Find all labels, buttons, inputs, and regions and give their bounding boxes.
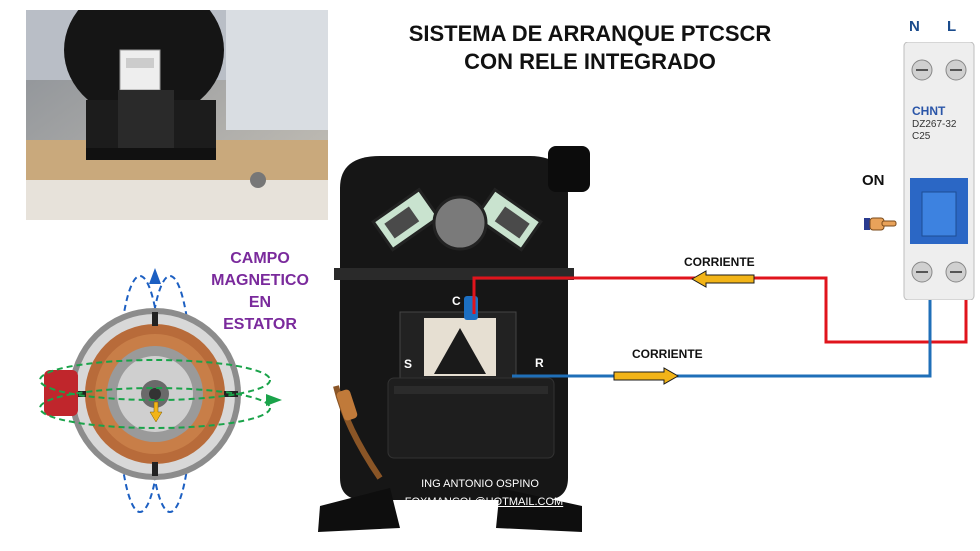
terminal-s-label: S <box>404 357 413 371</box>
breaker-model: DZ267-32 <box>912 119 957 130</box>
neutral-wire <box>512 280 932 378</box>
compressor <box>300 128 600 538</box>
title-line-2: CON RELE INTEGRADO <box>464 49 716 74</box>
line-label: L <box>947 18 957 35</box>
live-wire <box>472 274 968 344</box>
terminal-c-label: C <box>452 294 461 308</box>
relay-photo <box>26 0 328 220</box>
wiring <box>460 240 980 390</box>
arrow-left-icon <box>690 270 755 288</box>
circuit-breaker <box>900 41 978 301</box>
pointing-hand-icon <box>862 214 898 234</box>
terminal-r-label: R <box>535 356 544 370</box>
campo-line-4: ESTATOR <box>223 316 297 333</box>
arrow-right-icon <box>613 367 680 385</box>
campo-line-2: MAGNETICO <box>211 272 309 289</box>
magnetic-field-label: CAMPO MAGNETICO EN ESTATOR <box>200 248 320 336</box>
campo-line-1: CAMPO <box>230 250 290 267</box>
current-label-bottom: CORRIENTE <box>632 347 703 361</box>
current-label-top: CORRIENTE <box>684 255 755 269</box>
author-email: FOXMANCOL@HOTMAIL.COM <box>404 496 564 508</box>
on-label: ON <box>862 172 885 189</box>
page-title: SISTEMA DE ARRANQUE PTCSCR CON RELE INTE… <box>380 20 800 76</box>
author-name: ING ANTONIO OSPINO <box>421 478 539 490</box>
field-arrow-up-icon <box>149 268 161 284</box>
breaker-brand: CHNT <box>912 104 946 118</box>
neutral-label: N <box>909 18 920 35</box>
title-line-1: SISTEMA DE ARRANQUE PTCSCR <box>408 21 772 46</box>
breaker-rating: C25 <box>912 131 931 142</box>
field-arrow-right-icon <box>266 394 282 406</box>
campo-line-3: EN <box>248 294 272 311</box>
stator-diagram <box>30 262 310 527</box>
